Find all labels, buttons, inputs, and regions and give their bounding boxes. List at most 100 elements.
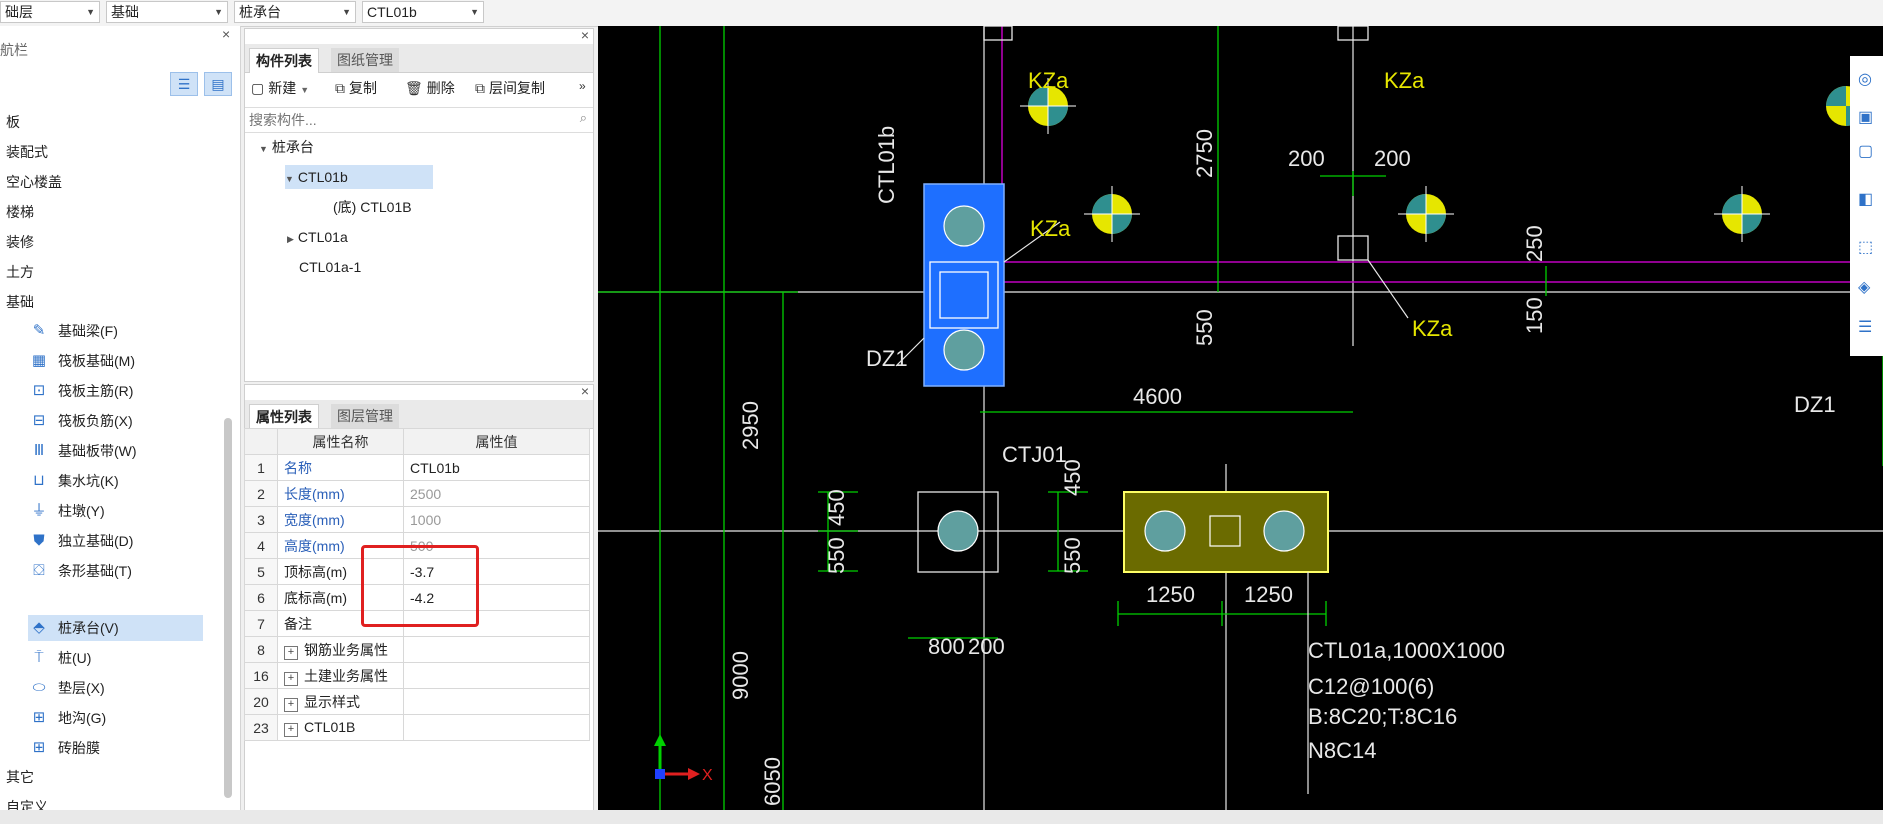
list-view-icon[interactable]: ☰ (170, 72, 198, 96)
cad-drawing[interactable]: KZa KZa KZa KZa DZ1 DZ1 CTJ01 4600 200 2… (598, 26, 1883, 810)
nav-sub-raft-foundation[interactable]: ▦筏板基础(M) (28, 348, 203, 374)
pile-circle[interactable] (1263, 510, 1305, 552)
copy-button[interactable]: ⧉复制 (335, 77, 377, 99)
box-view-icon[interactable]: ▢ (1858, 143, 1873, 160)
nav-item-slab[interactable]: 板 (6, 114, 20, 130)
column-markers (1020, 78, 1866, 242)
hide-icon[interactable]: ◈ (1858, 279, 1871, 296)
pile-circle[interactable] (1144, 510, 1186, 552)
nav-sub-isolated-footing[interactable]: ⛊独立基础(D) (28, 528, 203, 554)
nav-sub-brick-mold[interactable]: ⊞砖胎膜 (28, 735, 203, 761)
kza-marker[interactable] (1020, 78, 1076, 134)
table-row[interactable]: 23+CTL01B (244, 714, 590, 741)
dim-1250: 1250 (1244, 582, 1293, 607)
nav-sub-strip-footing[interactable]: ⛋条形基础(T) (28, 558, 203, 584)
floor-dropdown[interactable]: 础层▼ (0, 1, 100, 23)
cube-icon[interactable]: ◧ (1858, 191, 1873, 208)
nav-sub-raft-main-rebar[interactable]: ⊡筏板主筋(R) (28, 378, 203, 404)
expand-icon[interactable]: + (284, 645, 298, 660)
row-name-label: 钢筋业务属性 (304, 641, 388, 658)
column-outline (983, 26, 1013, 41)
nav-sub-trench[interactable]: ⊞地沟(G) (28, 705, 203, 731)
close-icon[interactable]: × (222, 26, 231, 42)
close-icon[interactable]: × (580, 27, 589, 43)
tab-component-list[interactable]: 构件列表 (249, 48, 319, 73)
row-name[interactable]: + 土建业务属性 (277, 662, 404, 689)
top-toolbar: 础层▼ 基础▼ 桩承台▼ CTL01b▼ (0, 0, 1883, 27)
component-list-panel: × 构件列表 图纸管理 ▢新建▼ ⧉复制 🗑删除 ⧉层间复制 » ⌕ ▼桩承台 … (244, 27, 594, 382)
nav-sub-cushion[interactable]: ⬭垫层(X) (28, 675, 203, 701)
new-button[interactable]: ▢新建▼ (251, 77, 309, 99)
row-value[interactable]: 1000 (403, 506, 590, 533)
nav-sub-sump[interactable]: ⊔集水坑(K) (28, 468, 203, 494)
table-row[interactable]: 16+土建业务属性 (244, 662, 590, 689)
close-icon[interactable]: × (580, 383, 589, 399)
row-name-label: 显示样式 (304, 693, 360, 710)
nav-sub-pile-cap[interactable]: ⬘桩承台(V) (28, 615, 203, 641)
more-icon[interactable]: » (579, 79, 586, 93)
search-input[interactable] (247, 110, 561, 130)
tab-layer-manage[interactable]: 图层管理 (331, 404, 399, 428)
pile-circle[interactable] (943, 329, 985, 371)
copy-button-label: 复制 (349, 80, 377, 96)
floor-copy-button[interactable]: ⧉层间复制 (475, 77, 545, 99)
orbit-icon[interactable]: ◎ (1858, 71, 1872, 88)
cad-canvas[interactable]: KZa KZa KZa KZa DZ1 DZ1 CTJ01 4600 200 2… (598, 26, 1883, 810)
row-value[interactable]: 2500 (403, 480, 590, 507)
nav-item-decoration[interactable]: 装修 (6, 234, 34, 250)
pile-circle[interactable] (937, 510, 979, 552)
row-index: 3 (244, 506, 278, 533)
pile-icon: ⍑ (34, 649, 44, 666)
type-dropdown[interactable]: 桩承台▼ (234, 1, 356, 23)
pile-cap-ctj01[interactable] (917, 491, 999, 573)
table-row[interactable]: 8+钢筋业务属性 (244, 636, 590, 663)
row-name[interactable]: +CTL01B (277, 714, 404, 741)
pile-circle[interactable] (943, 205, 985, 247)
expand-icon[interactable]: + (284, 671, 298, 686)
nav-item-earthwork[interactable]: 土方 (6, 264, 34, 280)
tree-root[interactable]: ▼桩承台 (259, 135, 314, 159)
nav-sub-raft-negative-rebar[interactable]: ⊟筏板负筋(X) (28, 408, 203, 434)
category-dropdown[interactable]: 基础▼ (106, 1, 228, 23)
expand-icon[interactable]: + (284, 722, 298, 737)
component-dropdown[interactable]: CTL01b▼ (362, 1, 484, 23)
row-name[interactable]: + 钢筋业务属性 (277, 636, 404, 663)
row-value (403, 662, 590, 689)
nav-scrollbar[interactable] (224, 418, 232, 798)
search-icon[interactable]: ⌕ (579, 110, 587, 125)
tree-item-ctl01a[interactable]: ▶CTL01a (287, 225, 348, 249)
row-name[interactable]: + 显示样式 (277, 688, 404, 715)
kza-marker[interactable] (1084, 186, 1140, 242)
tree-item-child[interactable]: (底) CTL01B (333, 199, 412, 215)
nav-item-other[interactable]: 其它 (6, 769, 34, 785)
kza-marker[interactable] (1398, 186, 1454, 242)
3d-icon[interactable]: ▣ (1858, 109, 1873, 126)
detail-view-icon[interactable]: ▤ (204, 72, 232, 96)
tab-drawing-manage[interactable]: 图纸管理 (331, 48, 399, 72)
row-value[interactable]: CTL01b (403, 454, 590, 481)
row-name-label: 土建业务属性 (304, 667, 388, 684)
nav-item-prefab[interactable]: 装配式 (6, 144, 48, 160)
nav-sub-foundation-beam[interactable]: ✎基础梁(F) (28, 318, 203, 344)
nav-item-hollow-floor[interactable]: 空心楼盖 (6, 174, 62, 190)
tree-item-ctl01a-1[interactable]: CTL01a-1 (299, 259, 362, 275)
tab-property-list[interactable]: 属性列表 (249, 404, 319, 429)
expand-icon[interactable]: + (284, 697, 298, 712)
nav-sub-column-pier[interactable]: ⏚柱墩(Y) (28, 498, 203, 524)
nav-item-stairs[interactable]: 楼梯 (6, 204, 34, 220)
tree-item-selected[interactable]: ▼CTL01b (285, 165, 433, 189)
note-3: B:8C20;T:8C16 (1308, 704, 1457, 729)
nav-item-foundation[interactable]: 基础 (6, 294, 34, 310)
table-row[interactable]: 20+显示样式 (244, 688, 590, 715)
layer-icon[interactable]: ☰ (1858, 319, 1872, 336)
delete-button[interactable]: 🗑删除 (405, 77, 455, 99)
kza-marker[interactable] (1714, 186, 1770, 242)
select-box-icon[interactable]: ⬚ (1858, 239, 1873, 256)
nav-sub-pile[interactable]: ⍑桩(U) (28, 645, 203, 671)
